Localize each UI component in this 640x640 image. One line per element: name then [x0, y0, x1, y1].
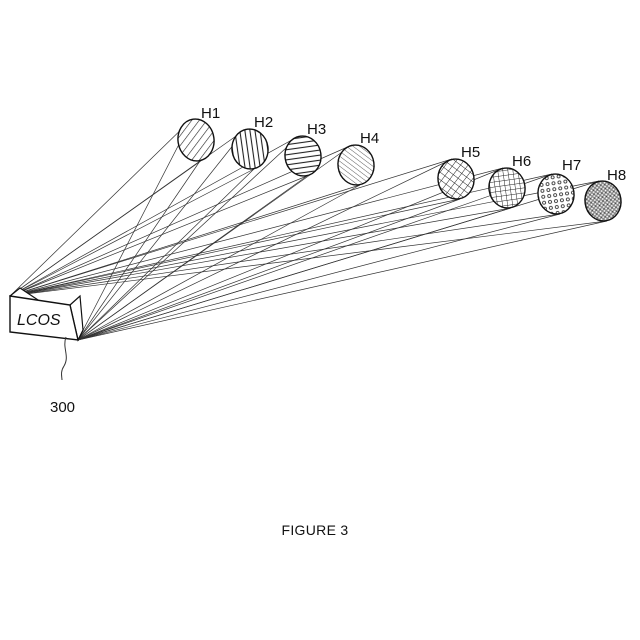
hologram-h7 [535, 172, 576, 217]
ray-to-h5 [10, 199, 460, 296]
ray-to-h4 [78, 185, 360, 340]
hologram-label-h7: H7 [562, 157, 581, 174]
hologram-label-h6: H6 [512, 153, 531, 170]
hologram-h3 [282, 134, 323, 179]
hologram-label-h3: H3 [307, 121, 326, 138]
hologram-h5 [435, 157, 476, 202]
ray-to-h4 [10, 185, 360, 296]
ray-to-h2 [10, 169, 254, 296]
ray-to-h6 [10, 208, 511, 296]
ray-to-h1 [10, 119, 192, 296]
hologram-h8 [582, 179, 623, 224]
hologram-h1 [175, 117, 216, 164]
hologram-label-h8: H8 [607, 167, 626, 184]
ray-to-h5 [10, 159, 452, 296]
ray-to-h3 [78, 136, 299, 340]
hologram-group: H1H2 H3H4H5H6 H7H8 [175, 105, 626, 223]
ray-to-h8 [78, 221, 607, 340]
ray-to-h5 [78, 159, 452, 340]
hologram-label-h2: H2 [254, 114, 273, 131]
ray-to-h3 [10, 176, 307, 296]
reference-leader-line [62, 337, 67, 380]
lcos-label: LCOS [17, 312, 61, 329]
hologram-h2 [229, 127, 270, 172]
ray-to-h8 [78, 181, 599, 340]
lcos-device: LCOS [10, 288, 83, 340]
figure-caption: FIGURE 3 [282, 522, 349, 538]
hologram-label-h1: H1 [201, 105, 220, 122]
hologram-label-h4: H4 [360, 130, 379, 147]
reference-numeral: 300 [50, 399, 75, 416]
ray-to-h7 [78, 174, 552, 340]
ray-to-h7 [78, 214, 560, 340]
ray-to-h5 [78, 199, 460, 340]
hologram-label-h5: H5 [461, 144, 480, 161]
